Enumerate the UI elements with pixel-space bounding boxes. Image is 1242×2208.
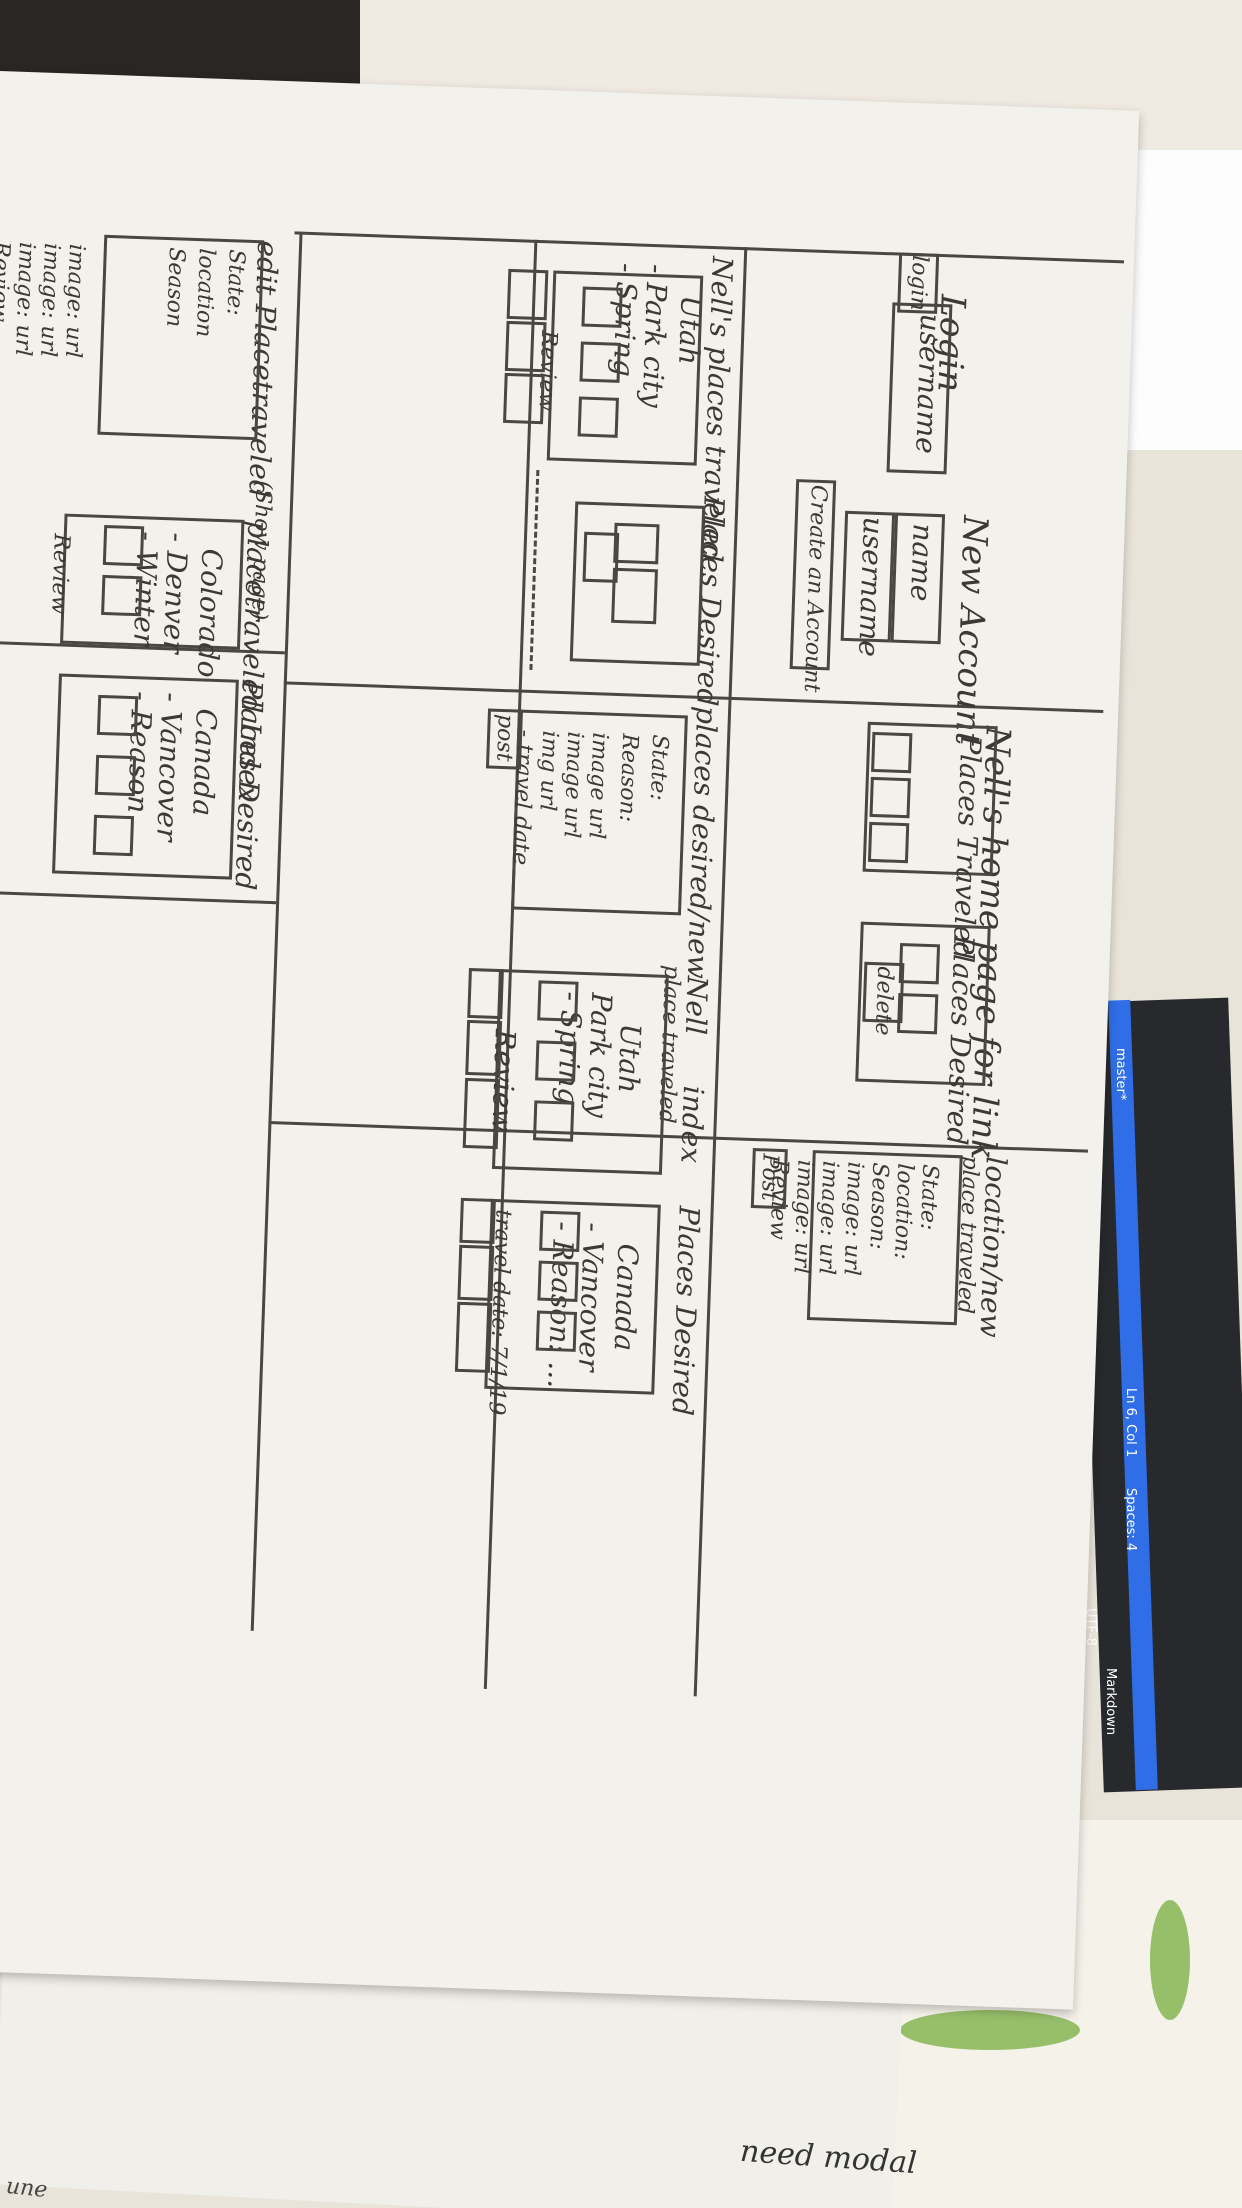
home-edit-button[interactable]: [869, 776, 911, 819]
index-delete-button[interactable]: [462, 1077, 501, 1150]
traveled-card: [546, 270, 704, 466]
edit-field-image: image: url: [10, 241, 40, 357]
index-label: index: [674, 1085, 710, 1164]
desired-field-image: img url: [534, 730, 563, 812]
status-branch[interactable]: master*: [1113, 1048, 1128, 1101]
image-placeholder: [537, 980, 579, 1022]
desired-field-image: image url: [558, 731, 588, 839]
image-placeholder: [102, 524, 145, 567]
monitor-glare: [1120, 150, 1242, 450]
home-add-button[interactable]: [871, 731, 913, 774]
edit-field-image: image: url: [60, 243, 89, 359]
image-placeholder: [94, 754, 137, 797]
image-placeholder: [535, 1040, 577, 1082]
form-field-state: State:: [915, 1163, 943, 1231]
bottom-review-label: Review: [46, 533, 74, 615]
desired-edit-button[interactable]: [896, 992, 939, 1035]
panel-edit-button[interactable]: [582, 531, 620, 583]
new-username-label: username: [852, 516, 890, 658]
image-placeholder: [101, 574, 143, 617]
desired-country: Canada: [607, 1243, 645, 1352]
desired-new-title: places desired/new: [680, 705, 724, 980]
desired-add-button[interactable]: [898, 942, 941, 985]
form-field-season: Season:: [864, 1161, 893, 1251]
image-placeholder: [96, 694, 139, 737]
desired-index-title: Places Desired: [665, 1205, 706, 1417]
grid-line: [0, 889, 277, 905]
desired-index-edit-button[interactable]: [457, 1244, 495, 1301]
desired-post-label: post: [491, 713, 518, 762]
desired-field-state: State:: [644, 734, 673, 802]
edit-field-image: image: url: [35, 242, 65, 358]
delete-label: delete: [869, 966, 898, 1036]
dashed-divider: [529, 470, 540, 670]
green-paint-stain: [900, 2010, 1080, 2050]
home-delete-button[interactable]: [867, 821, 910, 864]
image-placeholder: [577, 396, 619, 438]
image-placeholder: [581, 286, 623, 328]
image-placeholder: [532, 1100, 575, 1142]
desired-index-add-button[interactable]: [459, 1197, 496, 1245]
status-language[interactable]: Markdown: [1103, 1668, 1118, 1736]
desired-field-reason: Reason:: [614, 732, 643, 823]
name-label: name: [904, 522, 940, 602]
wireframe-paper: Login username login New Account name us…: [0, 70, 1140, 2010]
image-placeholder: [535, 1310, 578, 1352]
login-button-label: login: [905, 254, 933, 312]
under-note-left: une: [4, 2173, 49, 2204]
index-state: Utah: [611, 1023, 648, 1094]
colorado-label: Colorado: [190, 548, 229, 679]
traveled-delete-button[interactable]: [506, 268, 549, 321]
index-edit-button[interactable]: [465, 1019, 503, 1077]
post-label: Post: [756, 1153, 783, 1202]
image-placeholder: [579, 341, 621, 383]
index-add-button[interactable]: [467, 967, 504, 1020]
edit-field-season: Season: [161, 246, 189, 328]
panel-delete-button[interactable]: [611, 567, 658, 625]
panel-add-button[interactable]: [613, 522, 660, 565]
username-label: username: [909, 313, 948, 455]
new-account-title: New Account: [947, 514, 996, 747]
index-title: Nell: [678, 975, 714, 1036]
edit-field-location: location: [190, 247, 219, 338]
image-placeholder: [92, 814, 135, 857]
form-field-image: image: url: [788, 1159, 818, 1275]
status-spaces[interactable]: Spaces: 4: [1123, 1488, 1138, 1552]
form-field-location: location:: [889, 1162, 918, 1261]
form-field-image: image: url: [813, 1160, 843, 1276]
image-placeholder: [537, 1260, 579, 1302]
edit-field-state: State:: [221, 248, 249, 317]
traveled-add-button[interactable]: [503, 372, 545, 425]
image-placeholder: [539, 1210, 581, 1252]
green-paint-stain: [1150, 1900, 1190, 2020]
grid-line: [483, 239, 538, 1690]
desired-index-delete-button[interactable]: [454, 1301, 493, 1373]
desired-field-image: image url: [583, 731, 613, 840]
canada-label: Canada: [186, 708, 223, 817]
form-field-image: image: url: [838, 1161, 868, 1277]
traveled-edit-button[interactable]: [504, 320, 547, 373]
